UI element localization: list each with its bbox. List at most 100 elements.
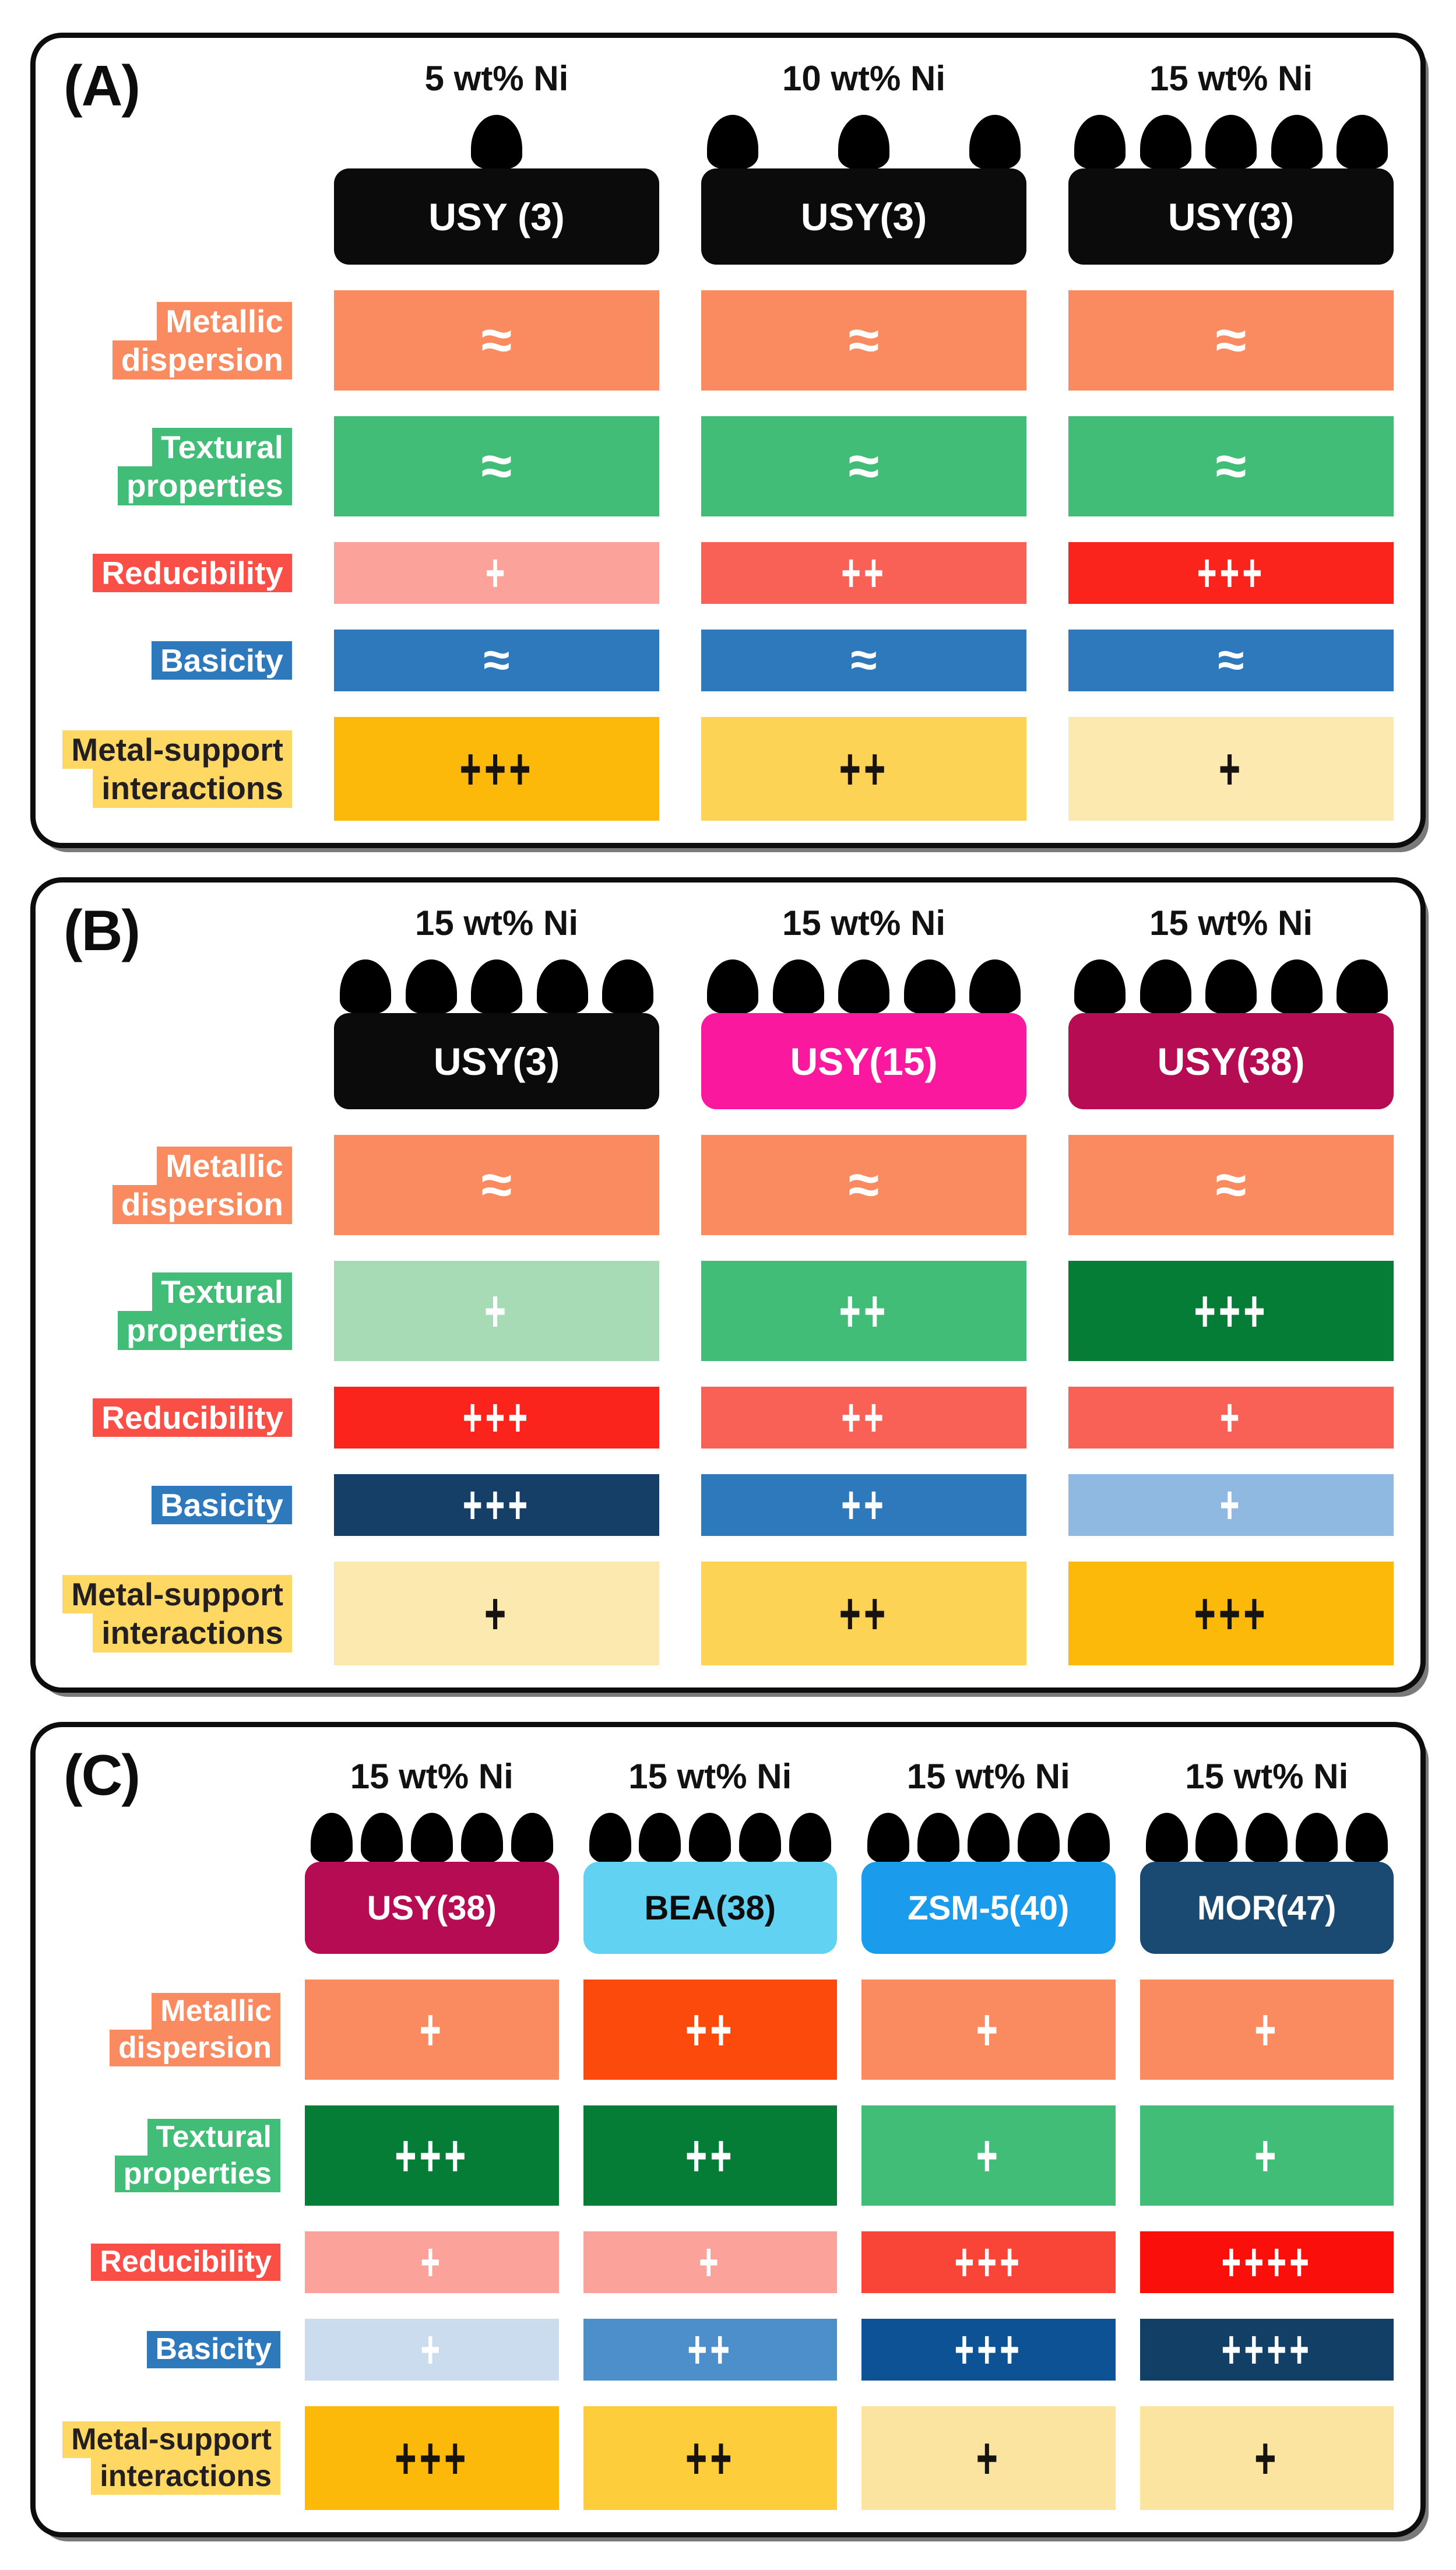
ni-loading-label: 15 wt% Ni [414, 903, 579, 943]
row-label-line: Textural [152, 427, 292, 466]
rating-cell: +++ [334, 717, 659, 821]
row-label-line: Basicity [146, 2331, 280, 2368]
rating-cell: ++ [701, 1474, 1026, 1536]
ni-particle-icon [1271, 115, 1323, 170]
rating-cell: +++ [334, 1387, 659, 1449]
rating-cell: + [1068, 1387, 1394, 1449]
ni-particle-icon [707, 959, 758, 1014]
panel-letter: (B) [64, 898, 140, 962]
column-header: 15 wt% Ni USY(15) [701, 896, 1026, 1109]
support-box: USY(15) [701, 1013, 1026, 1109]
ni-particle-icon [511, 1813, 553, 1863]
plus-rating-symbol: + [976, 2424, 1001, 2492]
ni-loading-label: 15 wt% Ni [1149, 59, 1313, 98]
rating-cell: ≈ [701, 416, 1026, 516]
plus-rating-symbol: +++ [395, 2122, 469, 2189]
plus-rating-symbol: ++ [839, 735, 889, 803]
ni-particle-icon [867, 1813, 909, 1863]
rating-cell: +++ [305, 2406, 559, 2510]
rating-cell: + [861, 1980, 1116, 2080]
rating-cell: +++ [861, 2319, 1116, 2381]
support-box: USY(3) [334, 1013, 659, 1109]
ni-particle-icon [1346, 1813, 1388, 1863]
ni-particle-icon [1337, 115, 1388, 170]
plus-rating-symbol: +++ [395, 2424, 469, 2492]
ni-particle-icon [1074, 115, 1126, 170]
row-label-line: interactions [93, 769, 292, 808]
ni-particle-icon [1140, 115, 1191, 170]
row-label-line: Metal-support [62, 730, 292, 769]
ni-particle-icon [460, 1813, 503, 1863]
rating-cell: + [334, 542, 659, 604]
rating-cell: ++ [583, 2319, 837, 2381]
row-label-line: Reducibility [93, 1398, 292, 1437]
rating-cell: ≈ [1068, 416, 1394, 516]
plus-rating-symbol: + [976, 2122, 1001, 2189]
plus-rating-symbol: ++ [839, 1580, 889, 1647]
plus-rating-symbol: ++ [685, 1996, 735, 2063]
plus-rating-symbol: + [485, 543, 508, 603]
ni-particle-icon [1145, 1813, 1188, 1863]
row-label-line: Metal-support [62, 1574, 292, 1613]
rating-cell: ≈ [334, 630, 659, 691]
ni-particle-icon [838, 959, 889, 1014]
column-header: 15 wt% Ni USY(3) [334, 896, 659, 1109]
plus-rating-symbol: +++ [954, 2232, 1023, 2293]
row-label-line: Textural [147, 2118, 280, 2156]
ni-particle-icon [903, 959, 955, 1014]
rating-cell: ≈ [1068, 630, 1394, 691]
row-label: Reducibility [59, 1387, 292, 1449]
row-label: Basicity [59, 630, 292, 691]
row-label-line: properties [114, 2156, 280, 2193]
support-box: USY (3) [334, 168, 659, 265]
row-label-line: Metal-support [62, 2421, 280, 2458]
rating-cell: ++++ [1140, 2319, 1394, 2381]
row-label: Basicity [59, 2319, 280, 2381]
rating-cell: ++ [701, 1387, 1026, 1449]
rating-cell: ++++ [1140, 2231, 1394, 2293]
rating-cell: ++ [583, 2406, 837, 2510]
ni-particle-icon [471, 115, 522, 170]
row-label-line: properties [118, 1311, 292, 1350]
row-label-line: Reducibility [93, 553, 292, 593]
rating-cell: +++ [861, 2231, 1116, 2293]
panel-letter: (C) [64, 1743, 140, 1807]
ni-particle-icon [360, 1813, 403, 1863]
plus-rating-symbol: ++ [839, 1277, 889, 1345]
rating-cell: +++ [1068, 542, 1394, 604]
ni-loading-label: 15 wt% Ni [782, 903, 946, 943]
row-label-line: Metallic [157, 301, 292, 340]
support-box: ZSM-5(40) [861, 1862, 1116, 1954]
plus-rating-symbol: ++ [685, 2122, 735, 2189]
ni-particle-icon [969, 115, 1021, 170]
plus-rating-symbol: +++ [462, 1475, 531, 1535]
rating-cell: + [305, 2319, 559, 2381]
plus-rating-symbol: +++ [462, 1387, 531, 1448]
ni-particle-icon [838, 115, 889, 170]
ni-particle-icon [1205, 959, 1257, 1014]
ni-particle-icon [1074, 959, 1126, 1014]
rating-cell: + [305, 2231, 559, 2293]
row-label: Reducibility [59, 2231, 280, 2293]
plus-rating-symbol: + [1254, 1996, 1279, 2063]
row-label-line: dispersion [112, 340, 292, 379]
plus-rating-symbol: + [420, 2232, 444, 2293]
rating-cell: ++ [701, 542, 1026, 604]
ni-particle-icon [405, 959, 457, 1014]
ni-particle-icon [1337, 959, 1388, 1014]
rating-cell: + [1140, 1980, 1394, 2080]
plus-rating-symbol: ++ [841, 1475, 887, 1535]
ni-particle-icon [639, 1813, 681, 1863]
rating-cell: ≈ [1068, 290, 1394, 391]
ni-particle-icon [1017, 1813, 1060, 1863]
ni-particle-icon [969, 959, 1021, 1014]
plus-rating-symbol: ++ [685, 2424, 735, 2492]
rating-cell: +++ [305, 2105, 559, 2206]
ni-particle-row [1140, 1813, 1394, 1863]
